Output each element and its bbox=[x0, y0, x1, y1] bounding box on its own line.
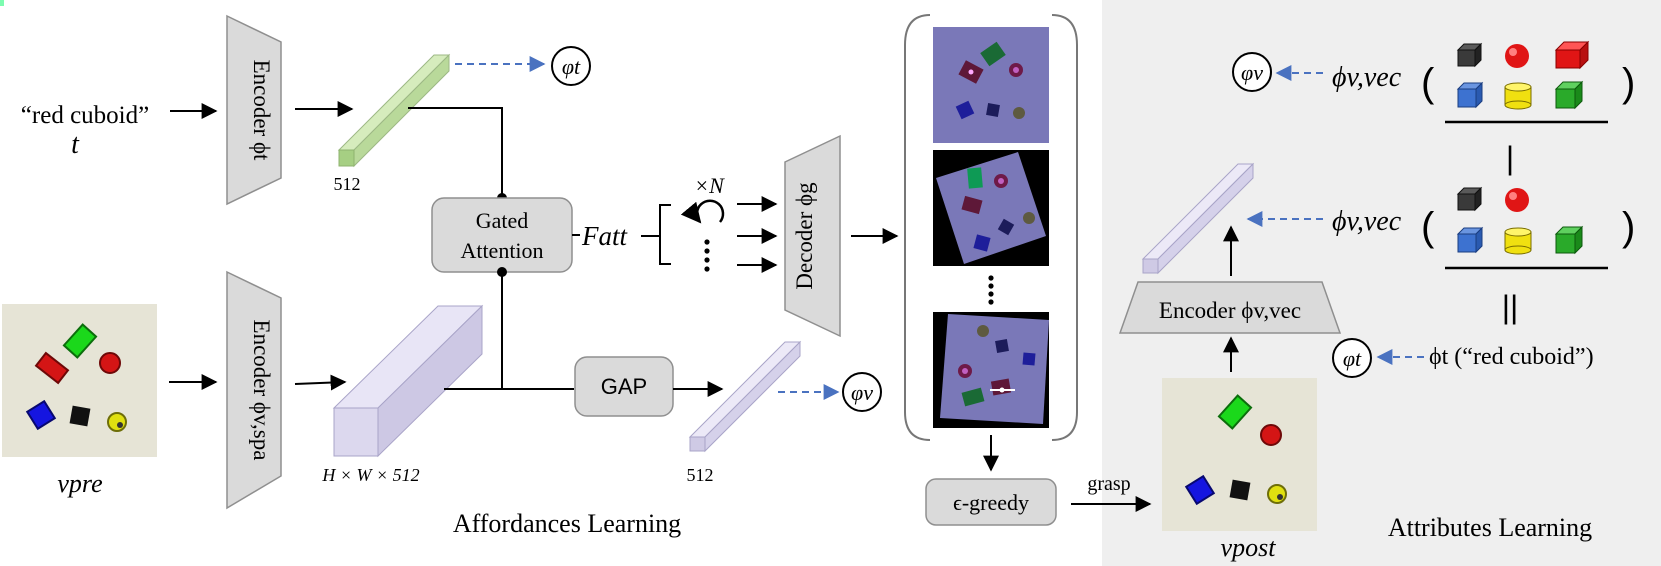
decoder-block bbox=[784, 134, 841, 338]
grasp-label: grasp bbox=[1087, 473, 1130, 495]
text-feature-bar bbox=[337, 53, 451, 168]
phi-v-circle bbox=[842, 372, 882, 412]
svg-text:): ) bbox=[1622, 205, 1635, 249]
egreedy-box bbox=[925, 478, 1057, 526]
spatial-encoder-label: Encoder ϕv,spa bbox=[249, 320, 274, 461]
vec-encoder-label: Encoder ϕv,vec bbox=[1159, 298, 1301, 323]
text-encoder-block bbox=[226, 14, 282, 206]
phi-t-symbol-right: φt bbox=[1343, 346, 1362, 371]
gated-attention-label-1: Gated bbox=[476, 208, 529, 233]
arrow-spa-to-volume bbox=[294, 374, 347, 391]
times-n-label: ×N bbox=[694, 173, 725, 198]
fatt-brace bbox=[659, 204, 671, 265]
gap-label: GAP bbox=[601, 374, 647, 399]
phi-t-circle-right bbox=[1332, 338, 1372, 378]
v-pre-label: vpre bbox=[57, 469, 102, 498]
svg-text:(: ( bbox=[1421, 205, 1435, 249]
vec-encoder-block bbox=[1118, 281, 1342, 334]
text-encoder-label: Encoder ϕt bbox=[249, 60, 274, 161]
v-post-label: vpost bbox=[1221, 533, 1277, 562]
input-scene-pre bbox=[2, 304, 157, 457]
spatial-feature-dim: H × W × 512 bbox=[321, 465, 419, 485]
phi-vec-label-1: ϕv,vec bbox=[1332, 62, 1402, 93]
affordances-caption: Affordances Learning bbox=[453, 509, 681, 538]
attributes-caption: Attributes Learning bbox=[1388, 513, 1592, 542]
gap-box bbox=[574, 356, 674, 417]
svg-text:): ) bbox=[1622, 61, 1635, 105]
vec-feature-bar bbox=[1141, 162, 1255, 275]
decoder-label: Decoder ϕg bbox=[792, 182, 817, 290]
phi-v-symbol-right: φv bbox=[1241, 60, 1263, 85]
text-input-phrase: “red cuboid” bbox=[21, 102, 149, 129]
phi-v-symbol: φv bbox=[851, 380, 873, 405]
affordance-map-1 bbox=[933, 27, 1049, 143]
phi-t-symbol: φt bbox=[562, 54, 581, 79]
phi-t-red-cuboid: ϕt (“red cuboid”) bbox=[1429, 344, 1594, 370]
gated-attention-label-2: Attention bbox=[460, 238, 543, 263]
gap-feature-dim: 512 bbox=[687, 465, 714, 485]
rotation-dots bbox=[704, 239, 710, 272]
vertical-bar: | bbox=[1506, 140, 1514, 176]
text-input-symbol: t bbox=[71, 129, 80, 160]
phi-t-circle bbox=[551, 46, 591, 86]
equals-bars: || bbox=[1502, 289, 1519, 325]
gap-feature-bar bbox=[688, 340, 802, 453]
line-textfeat-to-ga bbox=[408, 107, 503, 198]
heatmaps-bracket-right bbox=[1051, 14, 1078, 441]
f-att-label: Fatt bbox=[581, 221, 628, 251]
heatmaps-bracket bbox=[904, 14, 931, 441]
text-feature-dim: 512 bbox=[334, 174, 361, 194]
spatial-feature-volume bbox=[332, 304, 484, 458]
input-scene-post bbox=[1162, 378, 1317, 531]
phi-vec-label-2: ϕv,vec bbox=[1332, 206, 1402, 237]
egreedy-label: ϵ-greedy bbox=[953, 490, 1029, 515]
affordance-map-2 bbox=[0, 0, 1049, 266]
objects-row-set-1: ( ) bbox=[1421, 40, 1635, 110]
spatial-encoder-block bbox=[226, 270, 282, 510]
rotation-arrow bbox=[680, 199, 725, 224]
maps-ellipsis bbox=[988, 275, 994, 305]
svg-text:(: ( bbox=[1421, 61, 1435, 105]
phi-v-circle-right bbox=[1232, 52, 1272, 92]
objects-row-set-2: ( ) bbox=[1421, 186, 1635, 255]
affordance-map-3 bbox=[933, 312, 1049, 428]
